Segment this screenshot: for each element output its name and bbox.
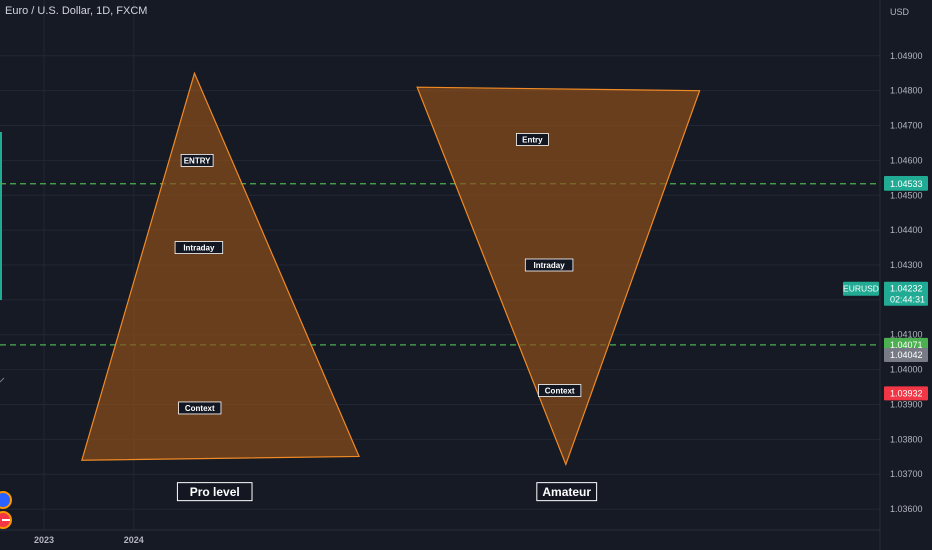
y-tick-label: 1.03800: [890, 434, 923, 444]
label-box: [524, 258, 574, 272]
caption-box: [176, 482, 253, 502]
price-badge[interactable]: [884, 281, 928, 306]
pro-level-triangle[interactable]: [81, 71, 360, 461]
price-badge[interactable]: [884, 386, 928, 401]
label-box: [178, 401, 222, 415]
price-badge-value: 1.04533: [890, 179, 923, 189]
y-tick-label: 1.04900: [890, 51, 923, 61]
y-tick-label: 1.03700: [890, 469, 923, 479]
countdown-label: 02:44:31: [890, 295, 925, 305]
caption-label: Pro level: [190, 485, 240, 499]
triangle-label: Intraday: [534, 261, 566, 270]
currency-label: USD: [890, 7, 910, 17]
y-tick-label: 1.04600: [890, 155, 923, 165]
x-tick-label: 2024: [124, 535, 144, 545]
price-axis[interactable]: [880, 0, 932, 550]
triangle-label: Entry: [522, 135, 543, 144]
triangle-label: Context: [185, 404, 215, 413]
y-tick-label: 1.04700: [890, 121, 923, 131]
remove-indicator-icon[interactable]: [0, 511, 12, 529]
caption-box: [536, 482, 598, 502]
price-badge-value: 1.04232: [890, 284, 923, 294]
cursor-mark: [0, 377, 5, 383]
symbol-label: EURUSD: [843, 284, 879, 294]
y-tick-label: 1.04100: [890, 330, 923, 340]
price-badge[interactable]: [884, 176, 928, 191]
y-tick-label: 1.04300: [890, 260, 923, 270]
label-box: [516, 133, 549, 146]
chart-title: Euro / U.S. Dollar, 1D, FXCM: [5, 5, 148, 17]
y-tick-label: 1.04400: [890, 225, 923, 235]
caption-label: Amateur: [542, 485, 591, 499]
triangle-label: Intraday: [183, 244, 215, 253]
indicator-toggle-icon[interactable]: [0, 491, 12, 509]
label-box: [538, 384, 582, 397]
price-badge-value: 1.04042: [890, 350, 923, 360]
label-box: [180, 153, 214, 167]
triangle-label: ENTRY: [184, 156, 211, 165]
price-badge-value: 1.04071: [890, 340, 923, 350]
y-tick-label: 1.04500: [890, 190, 923, 200]
y-tick-label: 1.04800: [890, 86, 923, 96]
amateur-triangle[interactable]: [416, 86, 701, 467]
price-badge[interactable]: [884, 347, 928, 362]
y-tick-label: 1.03900: [890, 399, 923, 409]
triangle-label: Context: [545, 387, 575, 396]
price-badge-value: 1.03932: [890, 388, 923, 398]
y-tick-label: 1.03600: [890, 504, 923, 514]
y-tick-label: 1.04000: [890, 365, 923, 375]
label-box: [174, 241, 224, 254]
x-tick-label: 2023: [34, 535, 54, 545]
symbol-badge[interactable]: [843, 281, 879, 296]
